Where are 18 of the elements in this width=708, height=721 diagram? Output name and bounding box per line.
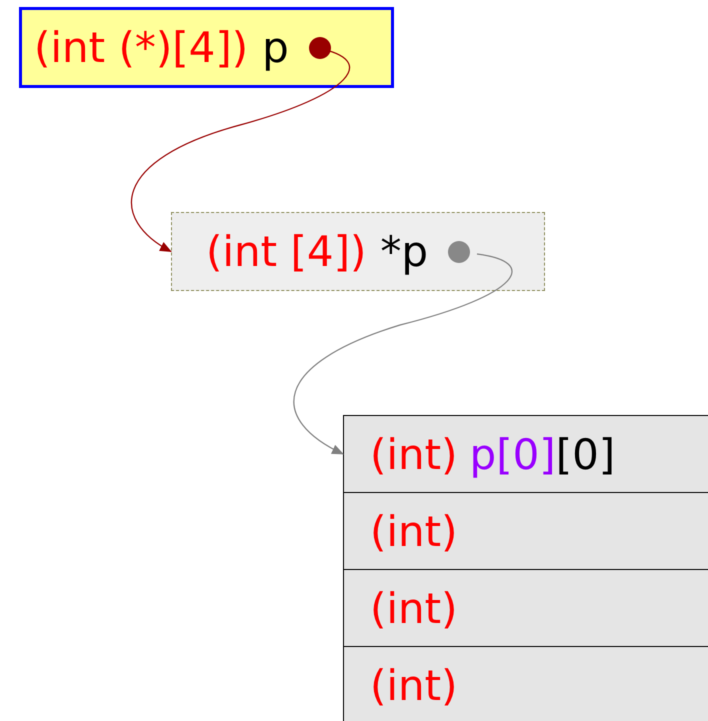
type-label: (int) xyxy=(370,506,458,556)
variable-name: *p xyxy=(380,227,428,276)
pointer-box xyxy=(19,7,394,88)
array-cell xyxy=(343,569,708,647)
type-label: (int) xyxy=(370,660,458,710)
type-label: (int) xyxy=(370,430,458,478)
array-cell xyxy=(343,646,708,721)
array-table xyxy=(343,415,708,721)
type-label: (int) xyxy=(370,584,458,632)
pointer-box xyxy=(171,212,545,291)
array-cell xyxy=(343,492,708,570)
type-label: (int [4]) xyxy=(206,227,366,276)
variable-name: p[0] xyxy=(470,430,556,478)
array-cell xyxy=(343,415,708,493)
variable-name: [0] xyxy=(556,430,616,478)
type-label: (int (*)[4]) xyxy=(34,23,248,72)
pointer-arrow xyxy=(294,253,512,455)
variable-name: p xyxy=(262,23,289,72)
